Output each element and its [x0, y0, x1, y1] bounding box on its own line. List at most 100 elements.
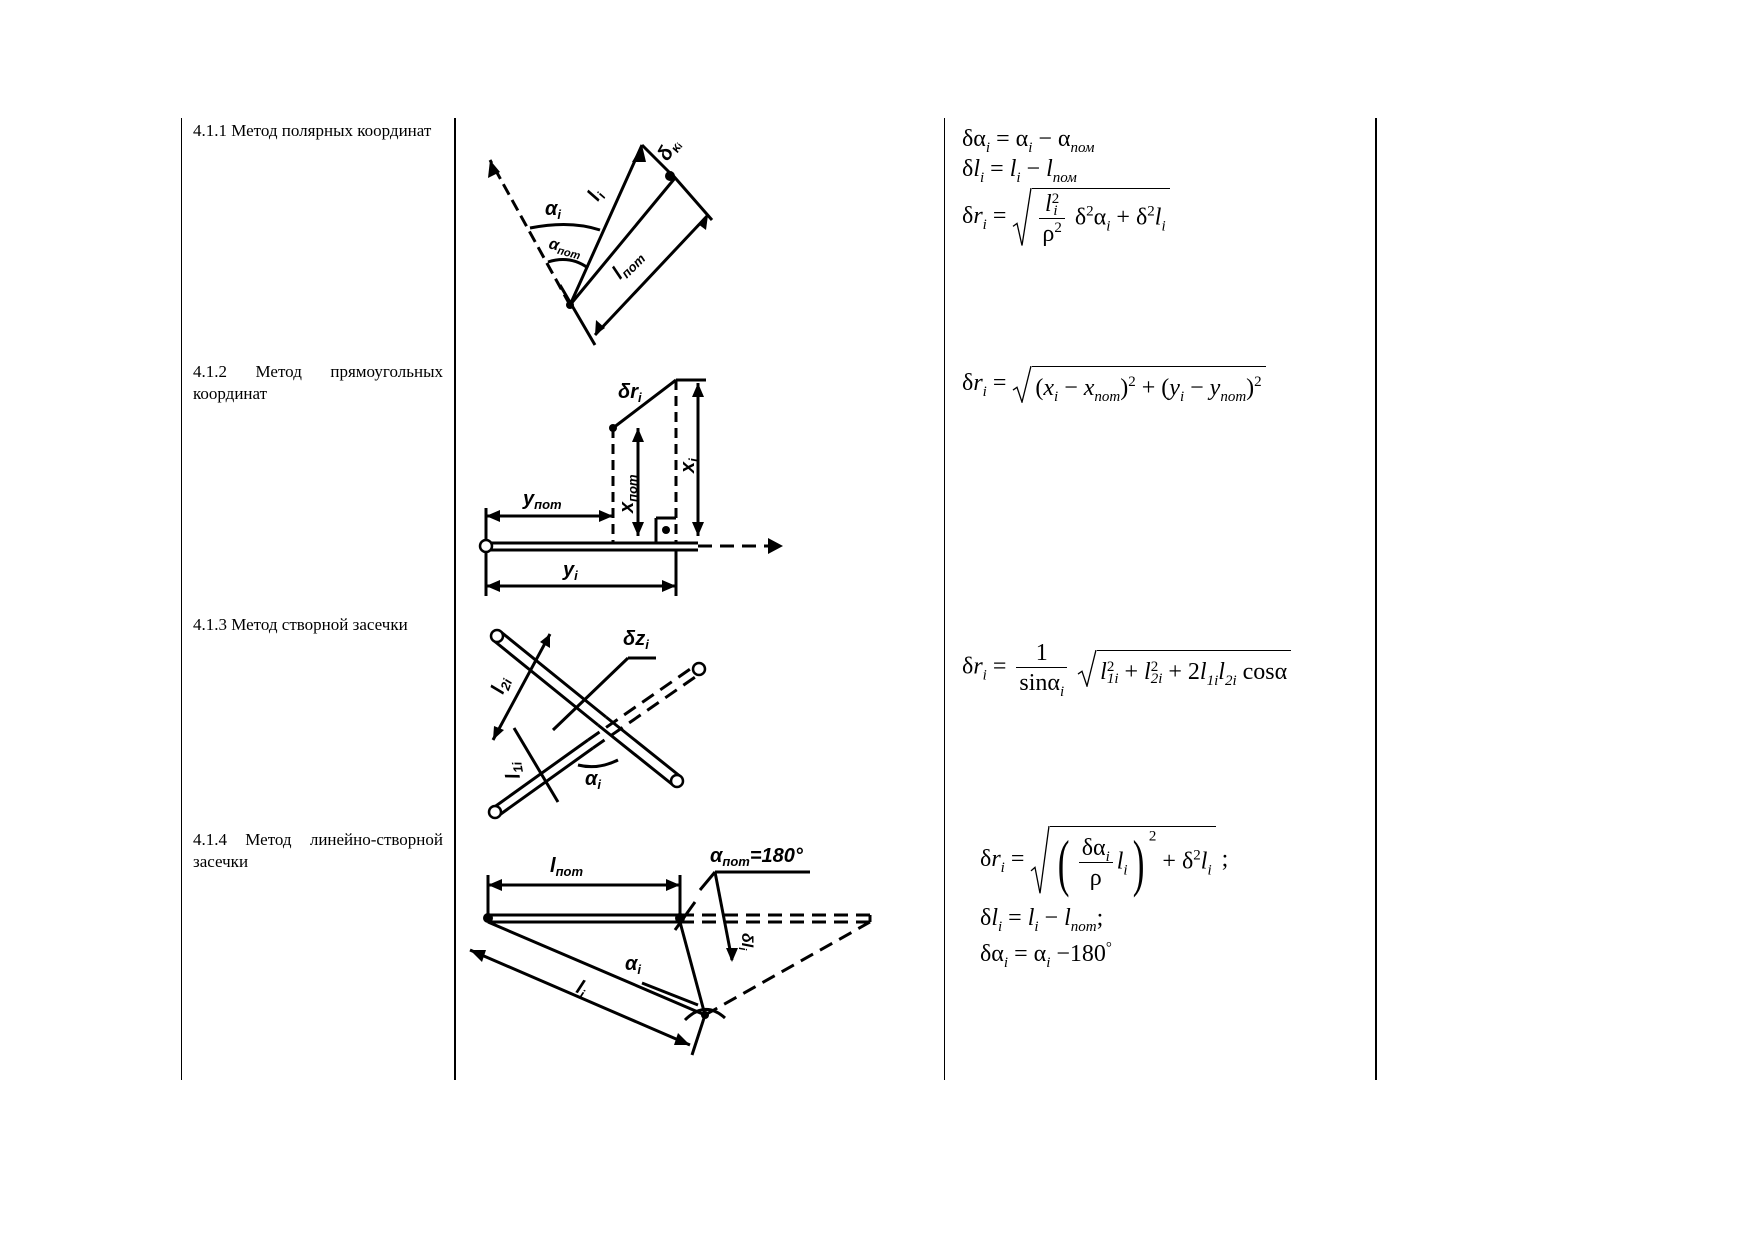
symbol: α: [1015, 126, 1029, 152]
symbol: 2: [1054, 220, 1062, 236]
symbol: =: [986, 370, 1013, 397]
symbol: +: [1110, 204, 1136, 231]
symbol: l: [1046, 156, 1053, 182]
symbol: −: [1058, 375, 1084, 401]
symbol: 2: [1148, 828, 1157, 845]
method-title-alignment: 4.1.3 Метод створной засечки: [193, 615, 408, 634]
formula-polar-line2: δli = li − lпом: [962, 154, 1170, 186]
symbol: 2: [1051, 191, 1060, 207]
symbol: ;: [1215, 846, 1229, 873]
symbol: δ: [980, 846, 992, 873]
symbol: 2: [1254, 374, 1262, 390]
symbol: i: [1016, 169, 1021, 186]
symbol: пом: [1052, 169, 1077, 186]
svg-text:li: li: [572, 976, 590, 1002]
symbol: δ: [962, 156, 974, 182]
symbol: ;: [1096, 905, 1104, 931]
symbol: r: [973, 370, 983, 397]
diagram-linear-alignment-intersection: lпот αпот=180° αi li δli: [469, 840, 890, 1070]
symbol: l: [1045, 191, 1052, 217]
symbol: i: [1053, 203, 1058, 219]
symbol: i: [997, 918, 1003, 935]
fraction: 1 sinαi: [1016, 640, 1068, 699]
symbol: =: [984, 156, 1010, 182]
symbol: + 2: [1162, 658, 1200, 685]
diagram-rectangular-labels: δri yпот xпот xi yi: [522, 381, 701, 583]
symbol: δ: [1074, 204, 1087, 231]
symbol: l: [1027, 905, 1035, 931]
symbol: 2i: [1150, 670, 1163, 687]
symbol: =: [1008, 941, 1034, 967]
symbol: l: [1200, 848, 1208, 875]
symbol: 2: [1086, 203, 1094, 220]
symbol: i: [1059, 683, 1065, 700]
symbol: 2: [1128, 374, 1136, 390]
symbol: i: [1106, 218, 1111, 235]
symbol: δ: [962, 203, 974, 230]
symbol: 2: [1106, 658, 1115, 675]
method-title-linear-alignment: 4.1.4 Метод линейно-створной засечки: [193, 830, 443, 871]
svg-text:xi: xi: [677, 458, 701, 474]
svg-text:l1i: l1i: [500, 760, 527, 781]
symbol: i: [1000, 859, 1005, 876]
symbol: i: [1046, 954, 1051, 971]
symbol: i: [1028, 139, 1033, 156]
symbol: =: [990, 126, 1016, 152]
svg-text:yi: yi: [562, 559, 578, 583]
symbol: i: [1161, 218, 1166, 235]
symbol: +: [1118, 658, 1145, 685]
svg-text:l2i: l2i: [487, 673, 515, 697]
symbol: α: [1057, 126, 1071, 152]
symbol: r: [973, 203, 983, 230]
svg-text:δri: δri: [618, 381, 642, 405]
symbol: δ: [962, 370, 974, 397]
method-title-polar: 4.1.1 Метод полярных координат: [193, 121, 432, 140]
symbol: sin: [1019, 670, 1048, 696]
symbol: l: [991, 905, 998, 931]
symbol: l: [1064, 905, 1071, 931]
symbol: 2: [1193, 847, 1201, 864]
svg-text:αпот: αпот: [546, 235, 583, 262]
symbol: 1i: [1206, 672, 1219, 689]
symbol: δα: [1081, 835, 1106, 861]
symbol: +: [1156, 848, 1182, 875]
symbol: i: [1179, 388, 1185, 405]
symbol: x: [1043, 375, 1055, 401]
symbol: l: [1116, 848, 1124, 875]
symbol: l: [1100, 658, 1107, 685]
symbol: δ: [1135, 204, 1148, 231]
symbol: i: [982, 216, 987, 233]
symbol: r: [991, 846, 1001, 873]
symbol: δ: [1181, 848, 1194, 875]
svg-text:δzi: δzi: [623, 628, 649, 652]
symbol: r: [973, 653, 983, 680]
symbol: пот: [1220, 388, 1247, 405]
symbol: −180: [1050, 941, 1106, 967]
symbol: i: [1123, 862, 1128, 879]
symbol: i: [1054, 388, 1059, 405]
symbol: δ: [962, 653, 974, 680]
symbol: i: [982, 667, 987, 684]
symbol: °: [1105, 940, 1112, 956]
svg-text:xпот: xпот: [616, 474, 640, 514]
symbol: ρ: [1042, 221, 1055, 247]
symbol: =: [986, 203, 1013, 230]
symbol: 1i: [1106, 670, 1119, 687]
symbol: ρ: [1089, 865, 1102, 891]
sqrt: (xi − xпот)2 + (yi − yпот)2: [1012, 366, 1266, 405]
svg-text:αi: αi: [545, 198, 561, 222]
symbol: δα: [962, 126, 986, 152]
table-border-col2: [944, 118, 945, 1080]
symbol: =: [1004, 846, 1031, 873]
symbol: 2: [1150, 658, 1159, 675]
symbol: cos: [1236, 658, 1275, 685]
symbol: x: [1083, 375, 1095, 401]
symbol: δα: [980, 941, 1004, 967]
symbol: i: [985, 139, 991, 156]
symbol: l: [1009, 156, 1017, 182]
